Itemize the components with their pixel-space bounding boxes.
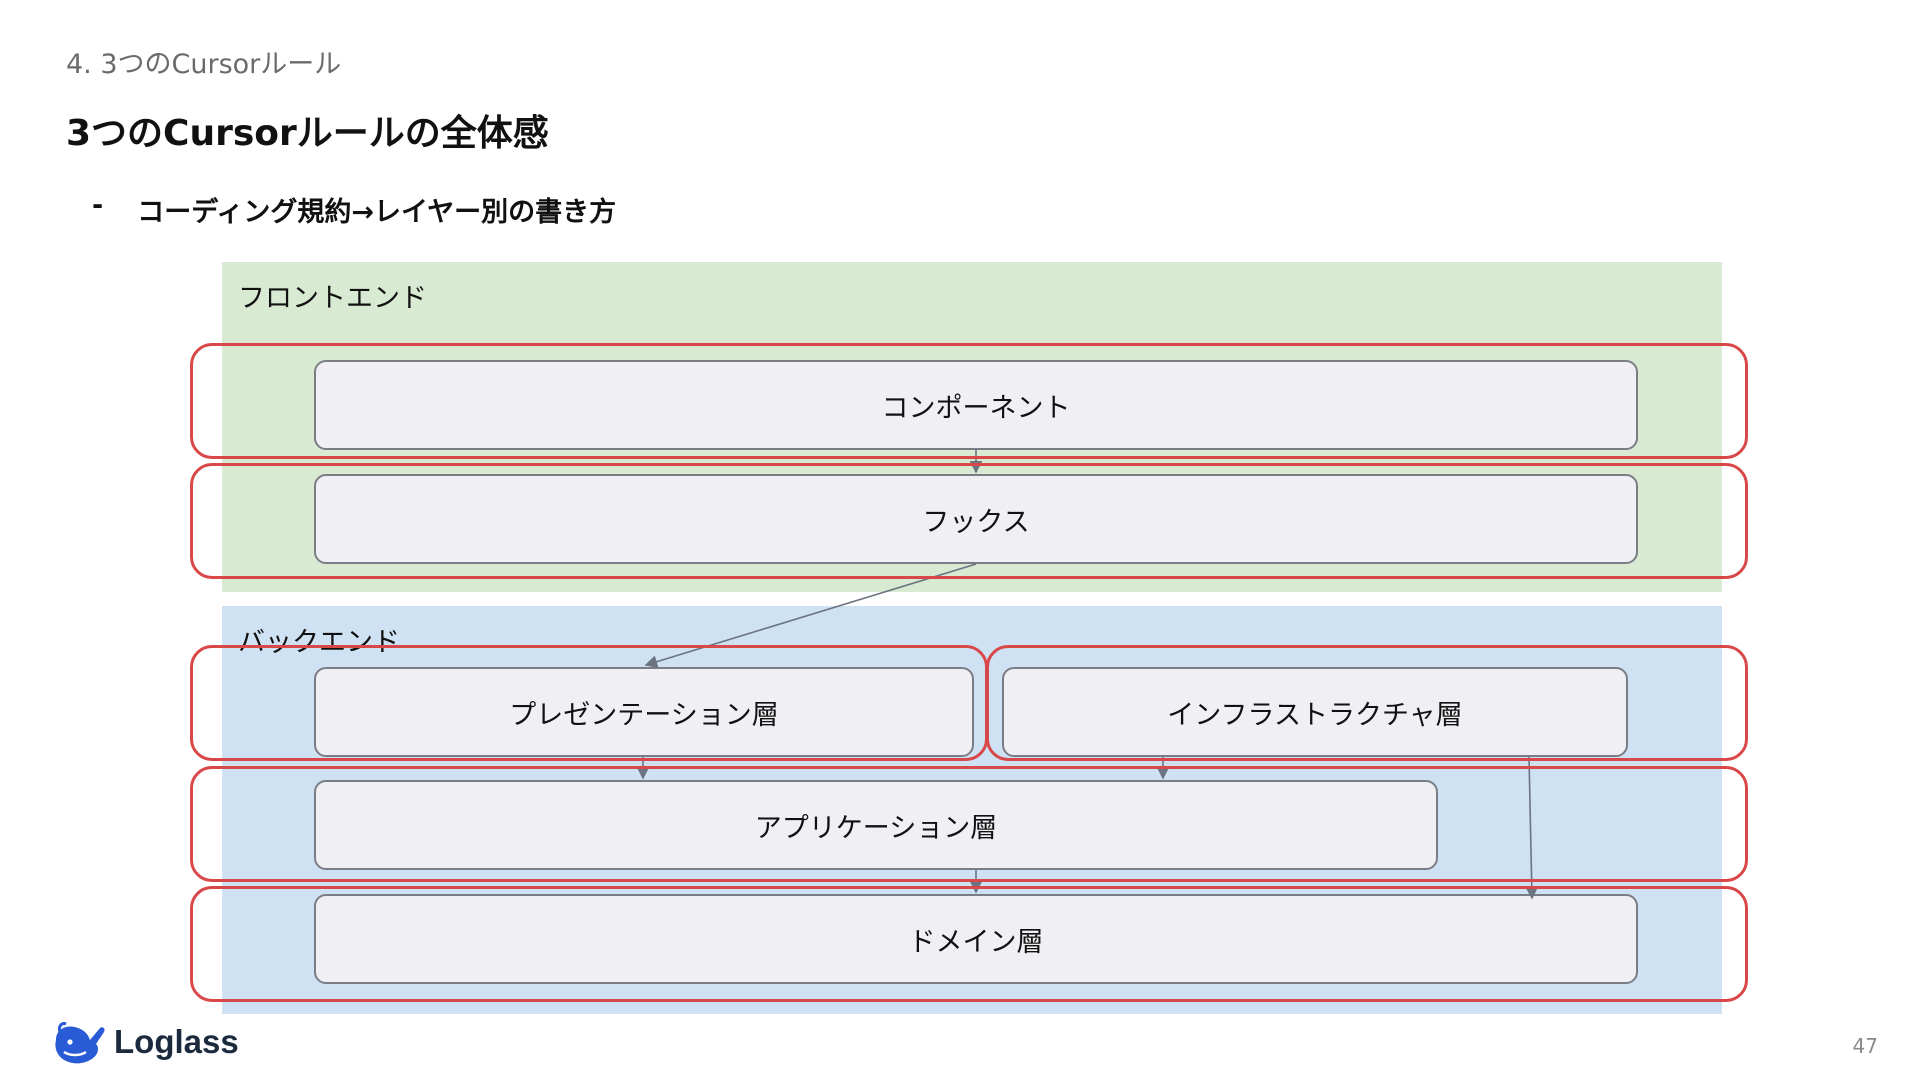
node-component-label: コンポーネント bbox=[881, 392, 1071, 424]
node-hooks-label: フックス bbox=[922, 506, 1030, 538]
node-component: コンポーネント bbox=[314, 360, 1638, 450]
highlight-frame-hooks bbox=[190, 463, 1748, 579]
brand-logo: Loglass bbox=[50, 1018, 239, 1066]
highlight-frame-presentation bbox=[190, 645, 988, 761]
highlight-frame-component bbox=[190, 343, 1748, 459]
node-application: アプリケーション層 bbox=[314, 780, 1438, 870]
highlight-frame-domain bbox=[190, 886, 1748, 1002]
node-domain: ドメイン層 bbox=[314, 894, 1638, 984]
node-application-label: アプリケーション層 bbox=[754, 812, 998, 844]
node-domain-label: ドメイン層 bbox=[908, 926, 1044, 958]
frontend-zone-label: フロントエンド bbox=[238, 283, 427, 314]
highlight-frame-application bbox=[190, 766, 1748, 882]
bullet-text: コーディング規約→レイヤー別の書き方 bbox=[137, 197, 617, 228]
highlight-frame-infrastructure bbox=[986, 645, 1748, 761]
logo-wordmark: Loglass bbox=[114, 1023, 239, 1060]
section-label: 4. 3つのCursorルール bbox=[66, 49, 342, 80]
node-presentation: プレゼンテーション層 bbox=[314, 667, 974, 757]
node-infrastructure: インフラストラクチャ層 bbox=[1002, 667, 1628, 757]
node-hooks: フックス bbox=[314, 474, 1638, 564]
node-infrastructure-label: インフラストラクチャ層 bbox=[1167, 699, 1463, 731]
page-number: 47 bbox=[1852, 1034, 1878, 1058]
bullet-item: - コーディング規約→レイヤー別の書き方 bbox=[92, 190, 616, 229]
backend-zone-label: バックエンド bbox=[238, 627, 400, 658]
node-presentation-label: プレゼンテーション層 bbox=[509, 699, 779, 731]
bullet-marker: - bbox=[92, 190, 104, 221]
whale-icon bbox=[55, 1022, 105, 1064]
slide-title: 3つのCursorルールの全体感 bbox=[66, 113, 549, 154]
